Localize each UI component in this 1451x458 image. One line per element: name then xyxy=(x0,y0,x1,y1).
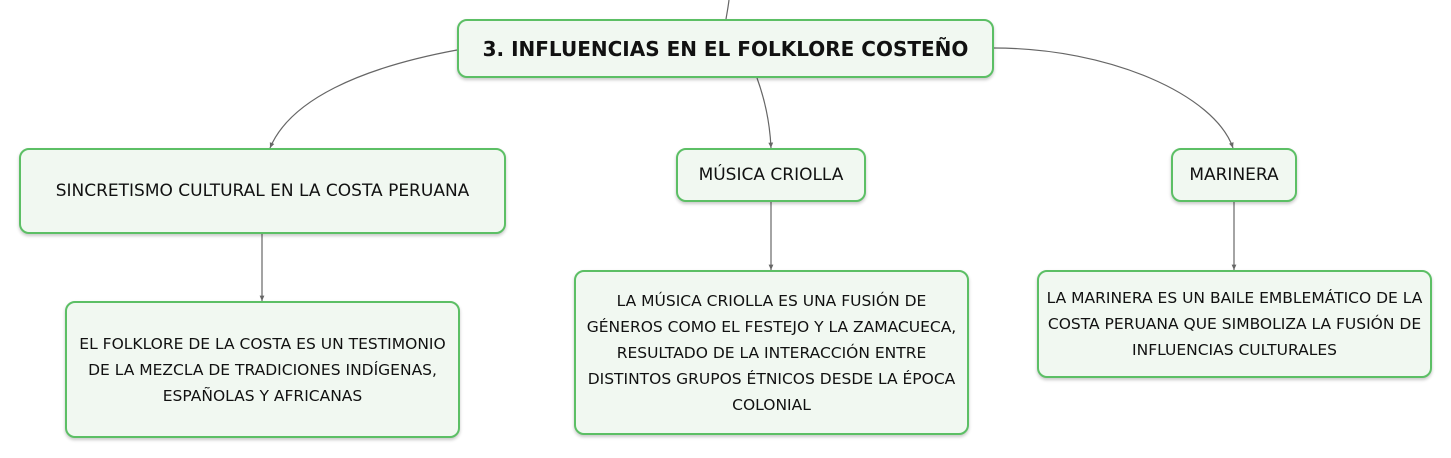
subtopic-marinera-detail-node[interactable]: LA MARINERA ES UN BAILE EMBLEMÁTICO DE L… xyxy=(1037,270,1432,378)
subtopic-sincretismo-detail-text: EL FOLKLORE DE LA COSTA ES UN TESTIMONIO… xyxy=(79,334,446,405)
topic-marinera-label: MARINERA xyxy=(1189,165,1279,185)
topic-sincretismo-node[interactable]: SINCRETISMO CULTURAL EN LA COSTA PERUANA xyxy=(19,148,506,234)
topic-sincretismo-label: SINCRETISMO CULTURAL EN LA COSTA PERUANA xyxy=(55,181,470,201)
subtopic-sincretismo-detail-node[interactable]: EL FOLKLORE DE LA COSTA ES UN TESTIMONIO… xyxy=(65,301,460,438)
topic-musica-criolla-label: MÚSICA CRIOLLA xyxy=(698,165,844,185)
connector-root-to-sincretismo xyxy=(269,49,458,149)
root-topic-node[interactable]: 3. INFLUENCIAS EN EL FOLKLORE COSTEÑO xyxy=(457,19,994,78)
connector-root-to-musica-criolla xyxy=(756,77,774,149)
connector-parent-to-root xyxy=(725,0,730,20)
topic-marinera-node[interactable]: MARINERA xyxy=(1171,148,1297,202)
topic-musica-criolla-node[interactable]: MÚSICA CRIOLLA xyxy=(676,148,866,202)
subtopic-musica-criolla-detail-text: LA MÚSICA CRIOLLA ES UNA FUSIÓN DE GÉNER… xyxy=(586,291,957,414)
connector-root-to-marinera xyxy=(993,47,1234,149)
subtopic-musica-criolla-detail-node[interactable]: LA MÚSICA CRIOLLA ES UNA FUSIÓN DE GÉNER… xyxy=(574,270,969,435)
root-topic-label: 3. INFLUENCIAS EN EL FOLKLORE COSTEÑO xyxy=(482,36,969,61)
subtopic-marinera-detail-text: LA MARINERA ES UN BAILE EMBLEMÁTICO DE L… xyxy=(1046,289,1423,359)
